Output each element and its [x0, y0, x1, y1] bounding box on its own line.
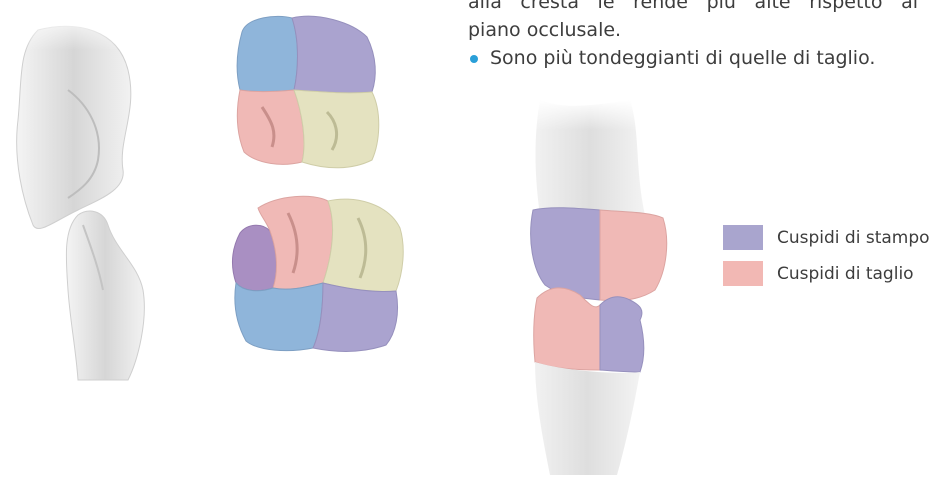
legend-item-taglio: Cuspidi di taglio [723, 260, 930, 287]
side-view-teeth-illustration [8, 10, 168, 380]
cusp-pink [237, 90, 304, 164]
cusp-cream-right [323, 199, 403, 291]
upper-tooth-side [17, 26, 131, 228]
lower-root [535, 362, 640, 475]
cusp-blue-bottom [235, 283, 323, 351]
occlusal-view-upper-tooth [232, 12, 387, 172]
paragraph-line-1: alla cresta le rende più alte rispetto a… [468, 0, 918, 16]
legend-label-stampo: Cuspidi di stampo [777, 228, 930, 248]
bullet-item: Sono più tondeggianti di quelle di tagli… [468, 44, 918, 72]
lower-crown-purple [600, 297, 644, 372]
upper-crown-purple [531, 208, 600, 300]
cusp-purple [292, 16, 375, 93]
lower-tooth-side [66, 211, 144, 380]
legend: Cuspidi di stampo Cuspidi di taglio [723, 224, 930, 296]
legend-label-taglio: Cuspidi di taglio [777, 264, 914, 284]
occlusal-view-lower-tooth [228, 193, 408, 353]
legend-swatch-taglio [723, 261, 763, 286]
bullet-text: Sono più tondeggianti di quelle di tagli… [490, 47, 875, 69]
lower-crown-pink [534, 288, 600, 370]
cusp-blue [237, 16, 297, 91]
legend-swatch-stampo [723, 225, 763, 250]
cusp-purple-bottom [313, 283, 398, 351]
cusp-purple-left [233, 225, 277, 290]
description-text: alla cresta le rende più alte rispetto a… [468, 0, 918, 72]
upper-crown-pink [600, 210, 667, 301]
paragraph-line-2: piano occlusale. [468, 16, 918, 44]
side-view-colored-cusps-illustration [505, 100, 675, 475]
bullet-dot-icon [470, 55, 478, 63]
legend-item-stampo: Cuspidi di stampo [723, 224, 930, 251]
